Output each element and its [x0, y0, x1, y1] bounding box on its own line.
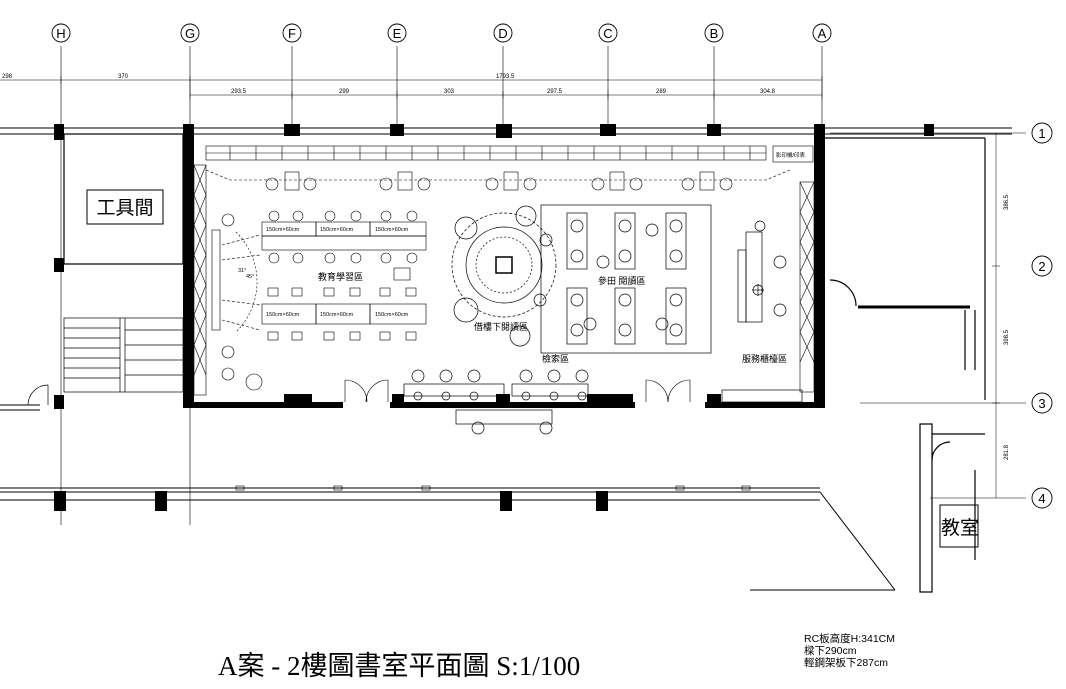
angle-label-2: 45° [246, 274, 254, 280]
dim-span-1: 293.5 [231, 89, 247, 95]
angle-label-1: 31° [238, 268, 246, 274]
classroom-label: 教室 [941, 517, 979, 539]
top-bookshelves: 影印機/印表 [205, 145, 814, 181]
row-axis-1: 1 [1031, 122, 1053, 144]
axis-label-H: H [56, 26, 65, 41]
dim-span-4: 297.5 [547, 89, 563, 95]
tool-room-label: 工具間 [96, 198, 153, 219]
dim-overall-1: 298 [2, 74, 13, 80]
dim-span-3: 303 [444, 89, 455, 95]
column-axis-C: C [598, 23, 618, 43]
edu-table-label-5: 150cm×60cm [320, 312, 354, 318]
column-axis-A: A [812, 23, 832, 43]
column-axis-F: F [282, 23, 302, 43]
axis-label-4: 4 [1038, 491, 1045, 506]
axis-label-C: C [603, 26, 612, 41]
axis-label-3: 3 [1038, 396, 1045, 411]
reference-area: 參田 閱讀區 檢索區 [540, 204, 712, 364]
service-counter: 服務櫃檯區 [737, 220, 787, 364]
note-ceiling-height: 輕鋼架板下287cm [804, 657, 889, 669]
column-axis-H: H [51, 23, 71, 43]
zone-service-label: 服務櫃檯區 [742, 353, 787, 364]
corridor-rail [66, 485, 751, 501]
column-axis-D: D [493, 23, 513, 43]
edu-table-label-1: 150cm×60cm [266, 227, 300, 233]
axis-label-2: 2 [1038, 259, 1045, 274]
column-axis-G: G [180, 23, 200, 43]
education-area: 31° 45° 150cm×60cm 150cm×60cm 150cm×60cm… [211, 171, 733, 391]
note-beam-height: 樑下290cm [804, 645, 857, 657]
doors [344, 379, 691, 403]
stair-reading-area: 借樓下閱讀區 [451, 205, 557, 347]
zone-reference-label: 參田 閱讀區 [598, 275, 646, 286]
right-rooms: 教室 [825, 137, 986, 593]
printer-label: 影印機/印表 [776, 151, 806, 159]
axis-label-1: 1 [1038, 126, 1045, 141]
dim-vertical-2: 398.5 [1004, 329, 1010, 345]
note-rc-height: RC板高度H:341CM [804, 633, 896, 645]
dim-overall-2: 370 [118, 74, 129, 80]
row-axis-3: 3 [1031, 392, 1053, 414]
search-terminals [403, 369, 803, 435]
row-axis-lines [830, 132, 1026, 499]
column-axis-lines [60, 46, 823, 525]
side-shelves [193, 164, 815, 396]
dim-span-2: 299 [339, 89, 350, 95]
edu-table-label-4: 150cm×60cm [266, 312, 300, 318]
edu-chairs [221, 210, 418, 391]
plan-title: A案 - 2樓圖書室平面圖 S:1/100 [218, 651, 581, 681]
axis-label-G: G [185, 26, 195, 41]
dim-span-5: 289 [656, 89, 667, 95]
dim-vertical-1: 386.5 [1004, 194, 1010, 210]
axis-label-B: B [710, 26, 719, 41]
edu-table-label-2: 150cm×60cm [320, 227, 354, 233]
tool-room: 工具間 [63, 133, 184, 265]
row-axis-2: 2 [1031, 255, 1053, 277]
dimension-lines [0, 76, 1000, 498]
edu-table-label-6: 150cm×60cm [375, 312, 409, 318]
axis-label-E: E [393, 26, 402, 41]
axis-label-A: A [818, 26, 827, 41]
dim-overall-3: 1793.5 [496, 74, 515, 80]
column-axis-E: E [387, 23, 407, 43]
dim-span-6: 304.8 [760, 89, 776, 95]
zone-education-label: 教育學習區 [318, 271, 363, 282]
edu-table-6 [369, 303, 427, 325]
height-notes: RC板高度H:341CM 樑下290cm 輕鋼架板下287cm [804, 633, 895, 669]
axis-label-F: F [288, 26, 296, 41]
lounge-chairs [265, 171, 733, 191]
zone-stair-reading-label: 借樓下閱讀區 [474, 321, 528, 332]
row-axis-4: 4 [1031, 487, 1053, 509]
column-axis-B: B [704, 23, 724, 43]
axis-label-D: D [498, 26, 507, 41]
dimension-texts: 298 370 1793.5 293.5 299 303 297.5 289 3… [2, 74, 1010, 460]
edu-table-label-3: 150cm×60cm [375, 227, 409, 233]
dim-vertical-3: 281.8 [1004, 444, 1010, 460]
library-walls [54, 124, 934, 511]
stair [27, 317, 184, 406]
zone-search-label: 檢索區 [542, 353, 569, 364]
